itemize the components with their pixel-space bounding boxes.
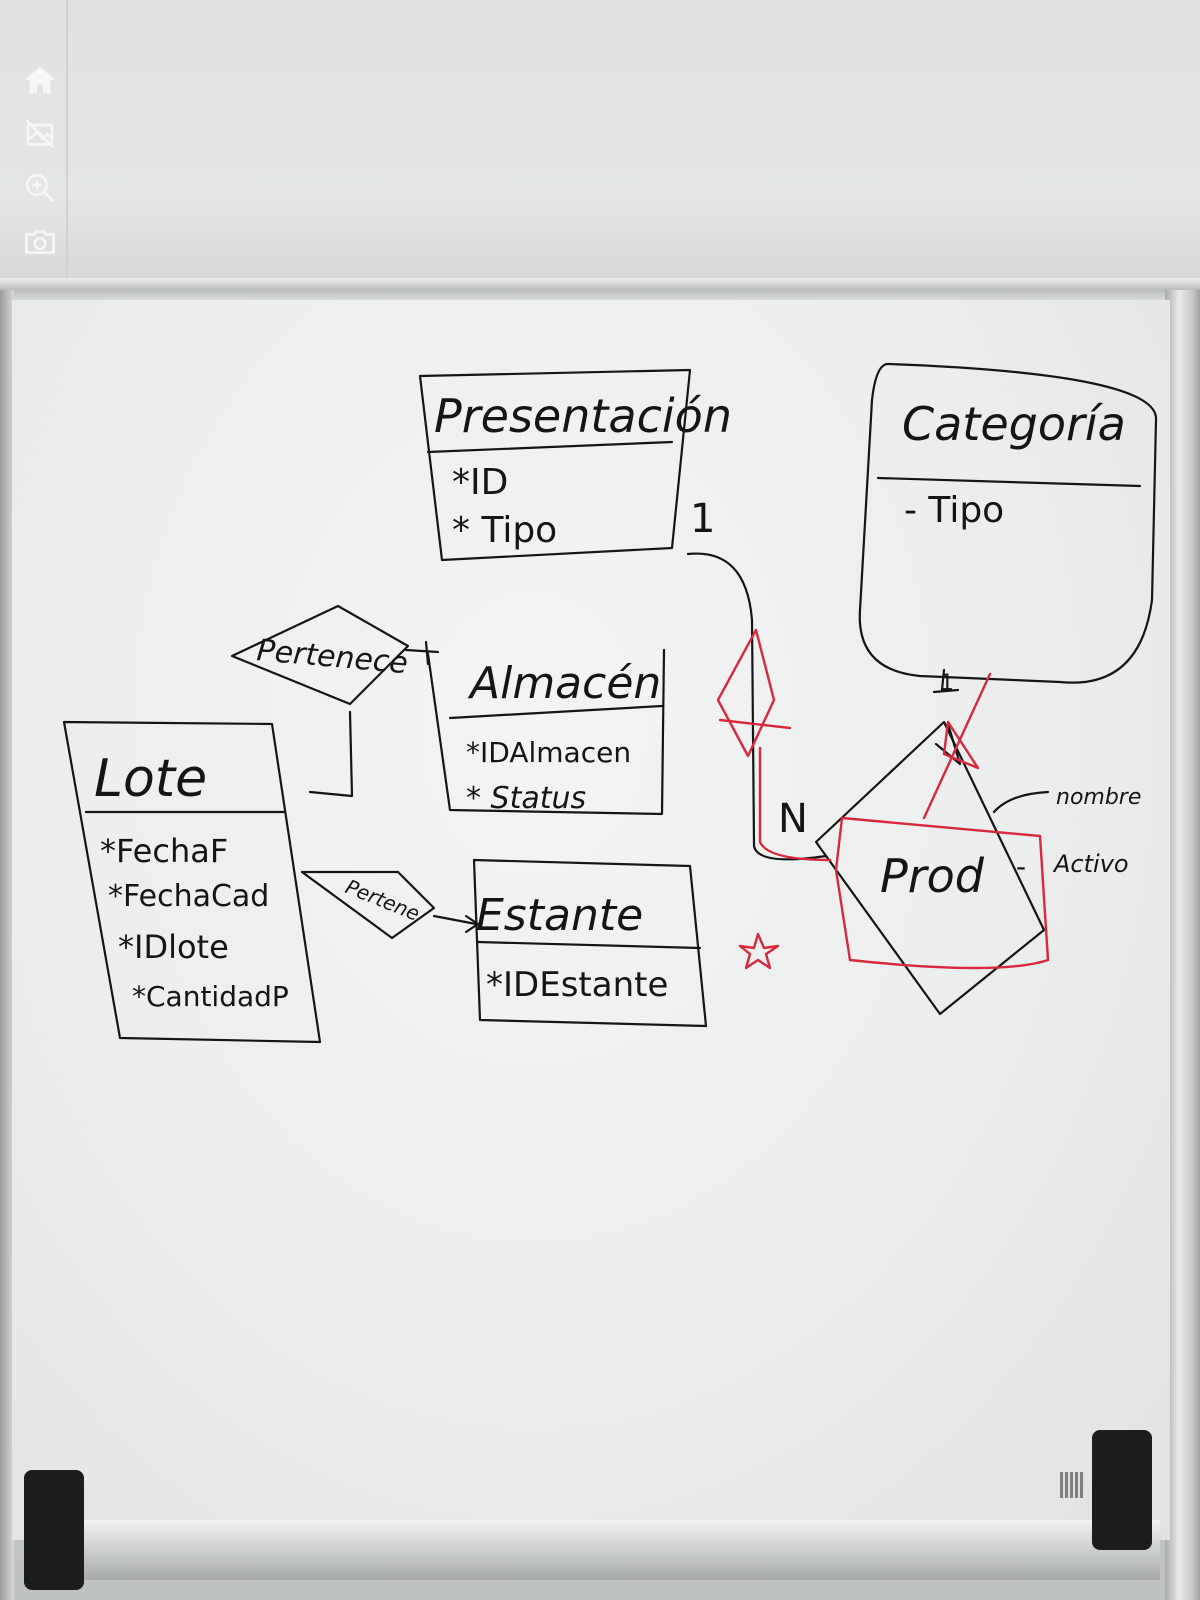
red-diamond [716,628,776,758]
cardinality-one-b: 1 [940,671,954,696]
almacen-attr-status: * Status [466,781,586,816]
nombre-line [992,790,1050,814]
lote-attr-idlote: *IDlote [118,928,229,966]
pertenece-arrow-bottom [432,914,480,934]
frame-corner-right [1092,1430,1152,1550]
red-star [738,932,780,970]
prod-diamond [814,720,1046,1016]
lote-attr-fechaf: *FechaF [100,832,228,870]
pertenece-connector-top [308,710,354,798]
categoria-box [858,362,1158,684]
presentacion-divider [426,440,674,454]
activo-label: Activo [1052,850,1129,878]
categoria-attr-tipo: - Tipo [904,490,1004,531]
red-crowfoot [942,720,980,770]
almacen-attr-id: *IDAlmacen [466,736,631,769]
lote-attr-fechacad: *FechaCad [108,879,269,914]
zoom-in-button[interactable] [18,168,62,212]
cardinality-n: N [778,796,808,842]
viewer-toolbar [18,60,62,280]
estante-box [472,858,708,1028]
prod-title: Prod [880,849,985,903]
almacen-divider [448,704,664,720]
home-button[interactable] [18,60,62,104]
pertenece-arrow-top [404,640,440,666]
wall-edge [66,0,68,280]
pertenece-diamond-bottom [300,870,436,940]
image-off-button[interactable] [18,114,62,158]
almacen-title: Almacén [467,658,661,709]
red-diamond-cross [718,718,792,730]
pertenece-label-bottom: Pertene [342,874,423,925]
lote-box [62,720,322,1044]
red-prod-box [834,816,1050,970]
image-off-icon [22,116,58,156]
presentacion-box [418,368,692,562]
zoom-in-icon [22,170,58,210]
nombre-label: nombre [1056,785,1141,810]
categoria-card-mark [932,668,960,694]
activo-dash: - [1016,850,1026,883]
categoria-divider [876,476,1142,488]
lote-attr-cantidadp: *CantidadP [132,980,289,1013]
presentacion-title: Presentación [434,389,732,443]
whiteboard-frame-left [0,290,14,1600]
whiteboard-frame-right [1165,290,1200,1600]
almacen-box [426,648,666,816]
qr-sticker [1060,1472,1084,1498]
camera-button[interactable] [18,222,62,266]
cardinality-one: 1 [690,496,715,542]
estante-title: Estante [476,890,643,941]
presentacion-attr-tipo: * Tipo [452,510,557,551]
marker-tray [40,1520,1160,1580]
pertenece-diamond-top [230,604,410,706]
wall [0,0,1200,290]
categoria-title: Categoría [902,397,1126,451]
frame-corner-left [24,1470,84,1590]
red-slash [922,672,992,820]
red-connector [758,746,832,862]
presentacion-attr-id: *ID [452,462,508,503]
lote-title: Lote [94,749,207,809]
presentacion-prod-connector [686,552,828,861]
estante-attr-id: *IDEstante [486,965,668,1005]
home-icon [22,62,58,102]
whiteboard-frame-top [0,278,1200,304]
estante-divider [476,940,702,950]
camera-icon [22,224,58,264]
whiteboard-surface [12,300,1170,1540]
